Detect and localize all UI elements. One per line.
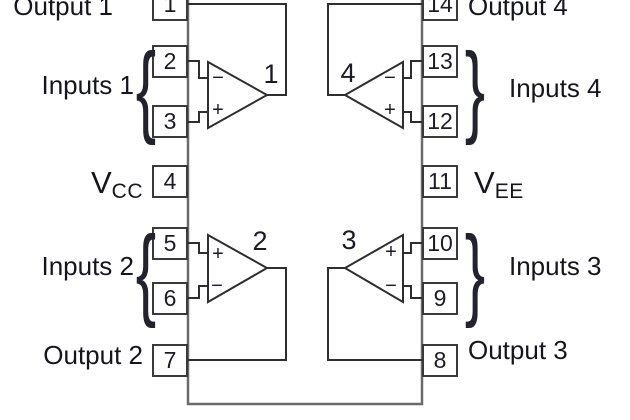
- pin-2-number: 2: [163, 48, 177, 74]
- inputs-1-brace: {: [135, 31, 157, 146]
- wire-pin12-stub: [403, 111, 422, 123]
- label-vee: VEE: [474, 166, 524, 204]
- wire-pin9-stub: [403, 285, 422, 299]
- label-inputs-2: Inputs 2: [41, 251, 134, 281]
- opamp4-number: 4: [340, 58, 356, 88]
- opamp4-inverting-sign: −: [384, 66, 396, 89]
- opamp2-noninverting-sign: +: [212, 242, 224, 265]
- pin-13-number: 13: [427, 48, 453, 74]
- pin-12-box: 12: [422, 105, 458, 138]
- pin-6-box: 6: [152, 282, 188, 315]
- label-inputs-4: Inputs 4: [509, 73, 602, 103]
- opamp1-triangle: [207, 60, 270, 130]
- label-vee-subscript: EE: [494, 180, 524, 203]
- pin-14-number: 14: [427, 0, 453, 17]
- opamp4-noninverting-sign: +: [384, 98, 396, 121]
- wire-opamp3-output-to-pin8: [327, 267, 422, 361]
- pin-8-number: 8: [433, 347, 447, 373]
- pin-5-box: 5: [152, 227, 188, 260]
- label-output-3: Output 3: [468, 335, 568, 365]
- label-output-1: Output 1: [13, 0, 113, 21]
- label-vcc-letter: V: [90, 165, 112, 200]
- pin-4-number: 4: [163, 168, 177, 194]
- label-inputs-3: Inputs 3: [509, 251, 602, 281]
- inputs-2-brace: {: [135, 214, 157, 329]
- opamp3-inverting-sign: −: [385, 274, 397, 297]
- pin-5-number: 5: [163, 230, 177, 256]
- pin-12-number: 12: [427, 108, 453, 134]
- label-vee-letter: V: [474, 165, 495, 200]
- inputs-3-brace: }: [464, 214, 486, 329]
- pin-1-number: 1: [163, 0, 177, 17]
- pin-14-box: 14: [422, 0, 458, 21]
- opamp3-number: 3: [341, 225, 357, 255]
- pin-10-box: 10: [422, 227, 458, 260]
- wire-pin6-stub: [188, 285, 208, 299]
- pin-13-box: 13: [422, 45, 458, 78]
- pin-11-box: 11: [422, 165, 458, 198]
- opamp2-triangle: [207, 233, 270, 304]
- wire-opamp4-output-to-pin14: [327, 3, 422, 96]
- pin-4-box: 4: [152, 165, 188, 198]
- label-vcc-subscript: CC: [111, 180, 143, 203]
- pin-9-number: 9: [433, 285, 447, 311]
- inputs-4-brace: }: [464, 31, 486, 146]
- opamp2-inverting-sign: −: [211, 274, 223, 297]
- opamp2-number: 2: [252, 226, 268, 256]
- pin-11-number: 11: [428, 168, 452, 194]
- pin-10-number: 10: [427, 230, 453, 256]
- ic-body-outline: [186, 0, 424, 406]
- pin-3-number: 3: [163, 108, 177, 134]
- label-vcc: VCC: [0, 166, 143, 204]
- wire-pin13-stub: [403, 60, 422, 79]
- wire-pin2-stub: [188, 60, 208, 79]
- wire-pin5-stub: [188, 242, 208, 254]
- pin-7-number: 7: [163, 347, 177, 373]
- pin-2-box: 2: [152, 45, 188, 78]
- wire-pin10-stub: [403, 242, 422, 254]
- label-output-4: Output 4: [468, 0, 568, 21]
- label-inputs-1: Inputs 1: [41, 70, 134, 100]
- pin-6-number: 6: [163, 285, 177, 311]
- wire-opamp1-output-to-pin1: [188, 3, 287, 96]
- label-output-2: Output 2: [43, 340, 143, 370]
- opamp3-noninverting-sign: +: [385, 240, 397, 263]
- wire-pin3-stub: [188, 111, 208, 123]
- wire-opamp2-output-to-pin7: [188, 267, 287, 361]
- pin-1-box: 1: [152, 0, 188, 21]
- opamp1-inverting-sign: −: [212, 66, 224, 89]
- pin-9-box: 9: [422, 282, 458, 315]
- pin-3-box: 3: [152, 105, 188, 138]
- opamp4-triangle: [342, 60, 404, 130]
- pin-8-box: 8: [422, 344, 458, 377]
- opamp1-noninverting-sign: +: [212, 98, 224, 121]
- opamp1-number: 1: [263, 59, 279, 89]
- opamp3-triangle: [343, 233, 404, 304]
- pin-7-box: 7: [152, 344, 188, 377]
